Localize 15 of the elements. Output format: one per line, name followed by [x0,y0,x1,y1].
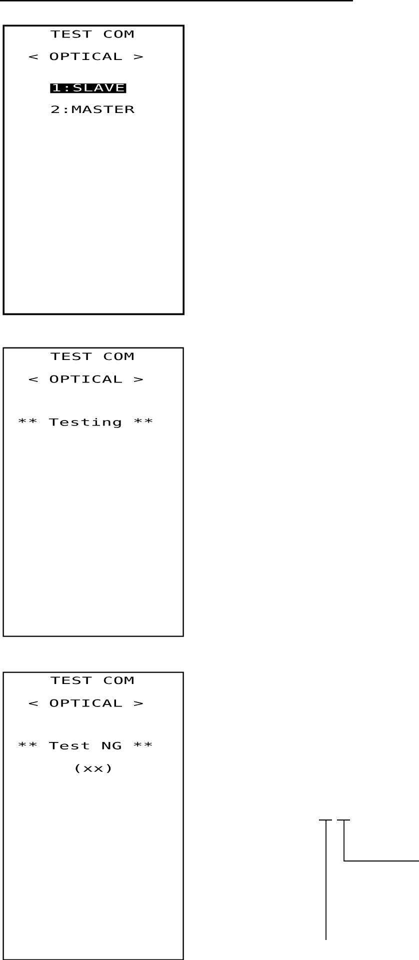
mode-label: < OPTICAL > [28,699,143,707]
menu-item: 1:SLAVE [53,84,124,92]
selection-highlight [50,84,126,94]
status-message: ** Test NG ** [18,742,152,750]
error-code: (xx) [76,764,111,774]
status-message: ** Testing ** [18,418,152,428]
menu-item: 2:MASTER [51,106,135,114]
mode-label: < OPTICAL > [28,375,143,383]
screen [2,24,184,316]
screen [2,347,184,637]
screen-title: TEST COM [50,676,134,684]
screen-title: TEST COM [50,352,134,360]
screen-title: TEST COM [50,30,134,38]
mode-label: < OPTICAL > [28,52,143,60]
screen [2,672,184,960]
